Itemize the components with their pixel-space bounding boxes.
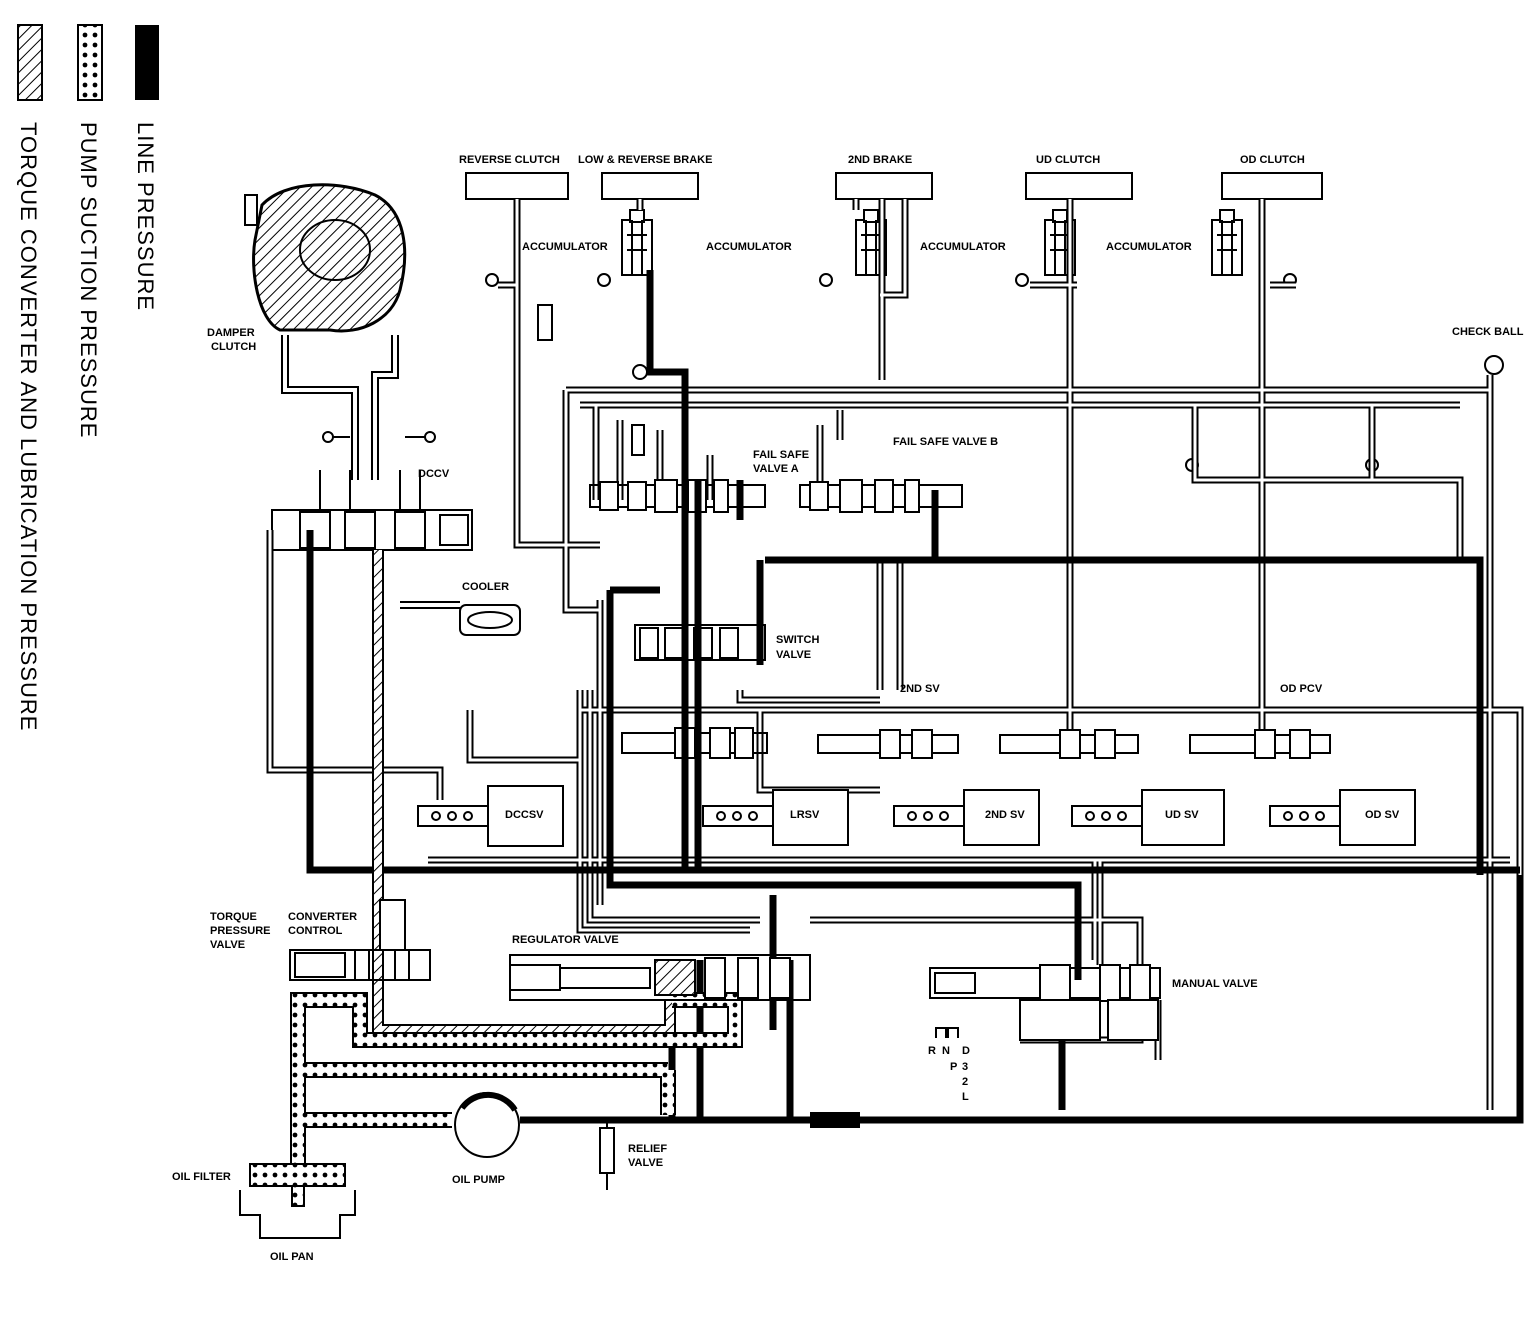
cooler-label: COOLER — [462, 581, 509, 593]
line-pressure-network — [306, 270, 1524, 1128]
legend: LINE PRESSURE PUMP SUCTION PRESSURE TORQ… — [16, 24, 159, 731]
oil-filter-label: OIL FILTER — [172, 1171, 231, 1183]
fail-safe-valve-b — [799, 479, 963, 513]
fail-safe-b-label: FAIL SAFE VALVE B — [893, 436, 998, 448]
gear-2: 2 — [962, 1076, 968, 1088]
od-clutch-label: OD CLUTCH — [1240, 154, 1305, 166]
converter-control-label-2: CONTROL — [288, 925, 343, 937]
od-pcv-label: OD PCV — [1280, 683, 1323, 695]
od-clutch-box — [1221, 172, 1323, 200]
ud-sv-label: UD SV — [1165, 809, 1199, 821]
clutch-boxes — [465, 172, 1323, 200]
legend-pump-suction-label: PUMP SUCTION PRESSURE — [76, 122, 101, 438]
cooler — [400, 601, 521, 636]
gear-3: 3 — [962, 1061, 968, 1073]
oil-pump-label: OIL PUMP — [452, 1174, 505, 1186]
switch-valve-label-1: SWITCH — [776, 634, 819, 646]
ud-clutch-label: UD CLUTCH — [1036, 154, 1100, 166]
ud-sv-solenoid — [1071, 789, 1225, 846]
gear-n: N — [942, 1045, 950, 1057]
switch-valve-label-2: VALVE — [776, 649, 811, 661]
gear-r: R — [928, 1045, 936, 1057]
accumulator-label-3: ACCUMULATOR — [920, 241, 1006, 253]
accumulator-label-2: ACCUMULATOR — [706, 241, 792, 253]
oil-pan — [239, 1190, 356, 1239]
oil-pump — [454, 1091, 520, 1158]
relief-valve-label-1: RELIEF — [628, 1143, 667, 1155]
damper-clutch-label-2: CLUTCH — [211, 341, 256, 353]
manual-valve-label: MANUAL VALVE — [1172, 978, 1258, 990]
reverse-clutch-box — [465, 172, 569, 200]
legend-line-pressure-label: LINE PRESSURE — [133, 122, 158, 311]
check-ball-label: CHECK BALL — [1452, 326, 1524, 338]
low-reverse-brake-box — [601, 172, 699, 200]
dccv-label: DCCV — [418, 468, 450, 480]
gear-d: D — [962, 1045, 970, 1057]
legend-line-pressure-swatch — [135, 25, 159, 100]
legend-pump-suction-swatch — [77, 24, 103, 101]
torque-pressure-valve-label-3: VALVE — [210, 939, 245, 951]
fail-safe-valve-a — [589, 424, 766, 513]
legend-torque-converter-label: TORQUE CONVERTER AND LUBRICATION PRESSUR… — [16, 122, 41, 731]
gear-selector — [935, 1027, 959, 1038]
torque-pressure-valve-label-2: PRESSURE — [210, 925, 271, 937]
low-reverse-brake-label: LOW & REVERSE BRAKE — [578, 154, 712, 166]
damper-clutch-label-1: DAMPER — [207, 327, 255, 339]
pump-suction-network — [290, 992, 743, 1165]
torque-pressure-valve-label-1: TORQUE — [210, 911, 257, 923]
accumulator-label-4: ACCUMULATOR — [1106, 241, 1192, 253]
ud-clutch-box — [1025, 172, 1133, 200]
regulator-valve — [509, 954, 811, 1001]
fail-safe-a-label-1: FAIL SAFE — [753, 449, 809, 461]
second-sv-top-label: 2ND SV — [900, 683, 940, 695]
gear-p: P — [950, 1061, 957, 1073]
gear-l: L — [962, 1091, 969, 1103]
manual-valve — [929, 964, 1161, 1041]
second-sv-label: 2ND SV — [985, 809, 1025, 821]
reverse-clutch-label: REVERSE CLUTCH — [459, 154, 560, 166]
relief-valve-label-2: VALVE — [628, 1157, 663, 1169]
solenoid-valves — [417, 785, 1416, 847]
oil-pan-label: OIL PAN — [270, 1251, 314, 1263]
accumulators — [537, 209, 1243, 341]
legend-torque-converter-swatch — [17, 24, 43, 101]
dccv-valve — [271, 470, 473, 551]
pipe-network — [266, 199, 1524, 1110]
regulator-valve-label: REGULATOR VALVE — [512, 934, 619, 946]
upper-valve-row — [621, 727, 1331, 759]
switch-valve — [634, 624, 766, 661]
relief-valve — [599, 1120, 615, 1190]
second-sv-solenoid — [893, 789, 1040, 846]
converter-control-label-1: CONVERTER — [288, 911, 357, 923]
second-brake-label: 2ND BRAKE — [848, 154, 912, 166]
lrsv-solenoid — [702, 789, 849, 846]
oil-filter — [249, 1163, 346, 1207]
dccsv-solenoid — [417, 785, 564, 847]
torque-pressure-valve — [289, 949, 431, 981]
accumulator-label-1: ACCUMULATOR — [522, 241, 608, 253]
lrsv-label: LRSV — [790, 809, 820, 821]
torque-converter — [244, 183, 436, 480]
fail-safe-a-label-2: VALVE A — [753, 463, 799, 475]
second-brake-box — [835, 172, 933, 200]
dccsv-label: DCCSV — [505, 809, 544, 821]
od-sv-label: OD SV — [1365, 809, 1400, 821]
od-sv-solenoid — [1269, 789, 1416, 846]
